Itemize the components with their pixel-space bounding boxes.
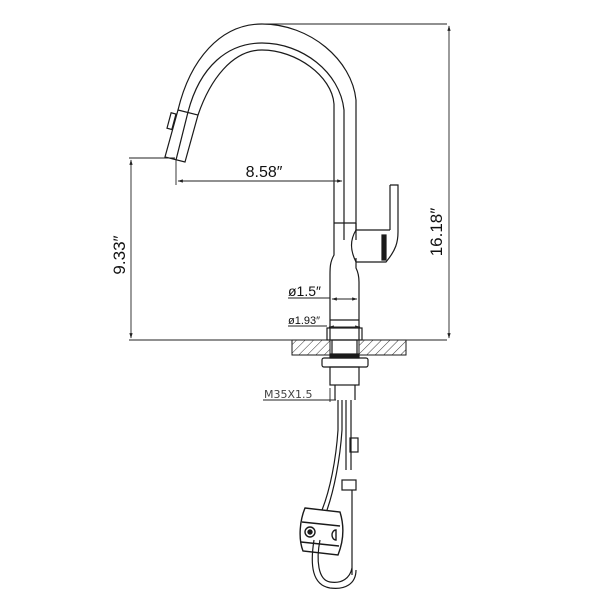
hose-counterweight <box>299 507 344 556</box>
mount-thread-label: M35X1.5 <box>264 388 313 401</box>
faucet-body <box>329 222 390 340</box>
gooseneck-spout <box>177 23 357 240</box>
body-diameter-label: ø1.5″ <box>288 283 321 299</box>
threaded-mount-shank <box>321 327 369 400</box>
pull-down-spray-head <box>164 109 199 163</box>
spout-height-label: 9.33″ <box>110 235 129 274</box>
overall-height-label: 16.18″ <box>427 208 446 257</box>
dimension-lines <box>129 23 451 402</box>
spout-reach-label: 8.58″ <box>246 164 283 181</box>
base-diameter-label: ø1.93″ <box>288 315 320 327</box>
supply-hoses <box>312 400 359 589</box>
single-lever-handle <box>350 184 399 263</box>
countertop-section <box>291 339 407 356</box>
